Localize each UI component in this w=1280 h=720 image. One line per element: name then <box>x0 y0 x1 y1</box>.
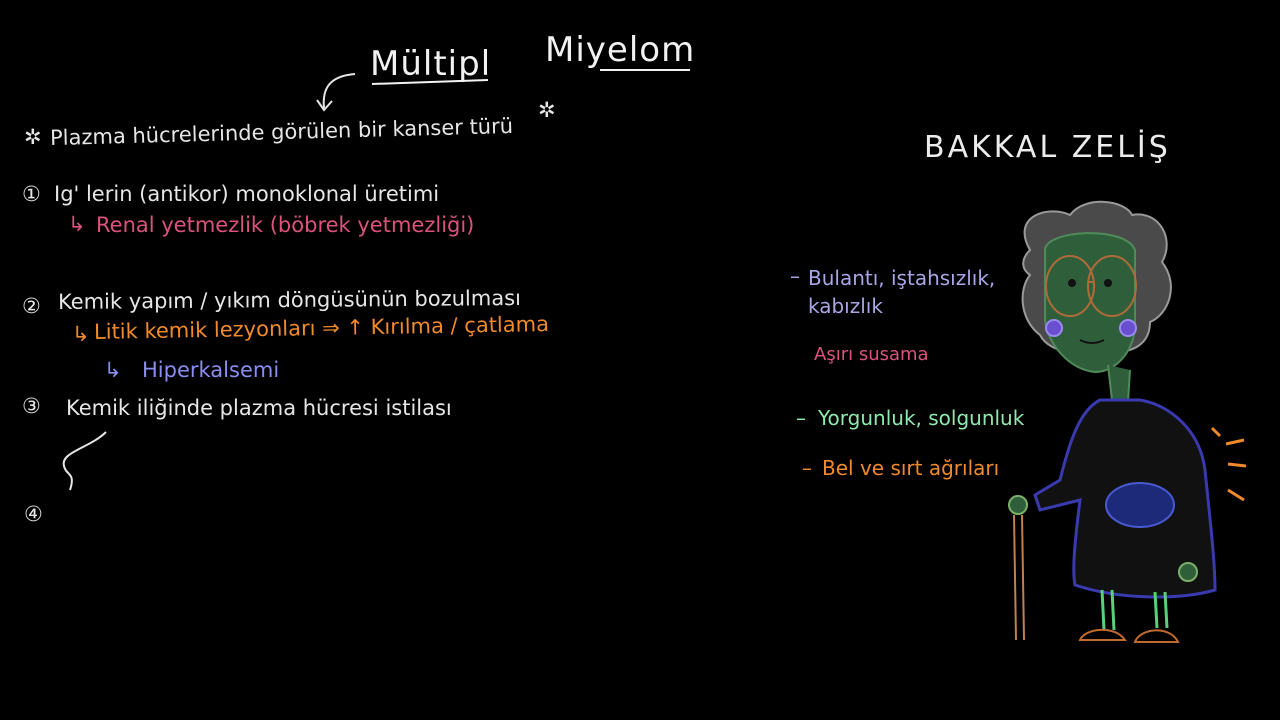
earring <box>1119 319 1137 337</box>
arrow-icon: ↳ <box>68 212 86 236</box>
squiggle-mark <box>62 431 107 491</box>
point-2-sub-2: Hiperkalsemi <box>142 358 280 382</box>
symptom-3: Yorgunluk, solgunluk <box>818 406 1025 430</box>
arrow-icon: ↳ <box>104 358 122 382</box>
shoe <box>1078 628 1127 641</box>
hand <box>1178 562 1198 582</box>
belly-scribble <box>1105 482 1175 528</box>
eye <box>1068 279 1076 287</box>
cane <box>1013 514 1025 641</box>
glasses-lens <box>1045 255 1095 317</box>
shoe <box>1133 629 1180 643</box>
eye <box>1104 279 1112 287</box>
pain-mark <box>1210 426 1222 438</box>
pain-mark <box>1227 462 1247 468</box>
symptom-dash: – <box>802 456 812 480</box>
glasses-lens <box>1087 255 1137 317</box>
symptom-1: Bulantı, iştahsızlık, kabızlık <box>808 266 996 318</box>
symptom-2: Aşırı susama <box>814 344 929 365</box>
mouth <box>1079 339 1105 344</box>
star-icon: ✲ <box>538 98 556 122</box>
title-underline <box>371 79 489 85</box>
point-number-1: ① <box>22 182 41 206</box>
point-1-text: Ig' lerin (antikor) monoklonal üretimi <box>54 182 440 206</box>
symptom-dash: – <box>790 264 800 288</box>
leg <box>1100 589 1116 631</box>
arrow-head <box>316 99 333 112</box>
title-word-miyelom: Miyelom <box>545 30 696 70</box>
symptom-4: Bel ve sırt ağrıları <box>822 456 1000 480</box>
patient-name: BAKKAL ZELİŞ <box>924 130 1171 165</box>
point-number-2: ② <box>22 294 41 318</box>
point-number-4: ④ <box>24 502 43 526</box>
curved-arrow-icon <box>322 73 356 109</box>
neck <box>1107 364 1131 404</box>
point-1-sub-1: Renal yetmezlik (böbrek yetmezliği) <box>96 213 475 237</box>
title-word-multipl: Mültipl <box>370 44 492 84</box>
symptom-dash: – <box>796 406 806 430</box>
star-icon: ✲ <box>24 125 42 149</box>
pain-mark <box>1227 488 1245 502</box>
point-3-text: Kemik iliğinde plazma hücresi istilası <box>66 396 452 420</box>
point-number-3: ③ <box>22 394 41 418</box>
pain-mark <box>1225 438 1245 446</box>
hand <box>1008 495 1028 515</box>
arrow-icon: ↳ <box>72 322 90 346</box>
leg <box>1153 591 1169 629</box>
earring <box>1045 319 1063 337</box>
patient-figure <box>1008 200 1247 643</box>
